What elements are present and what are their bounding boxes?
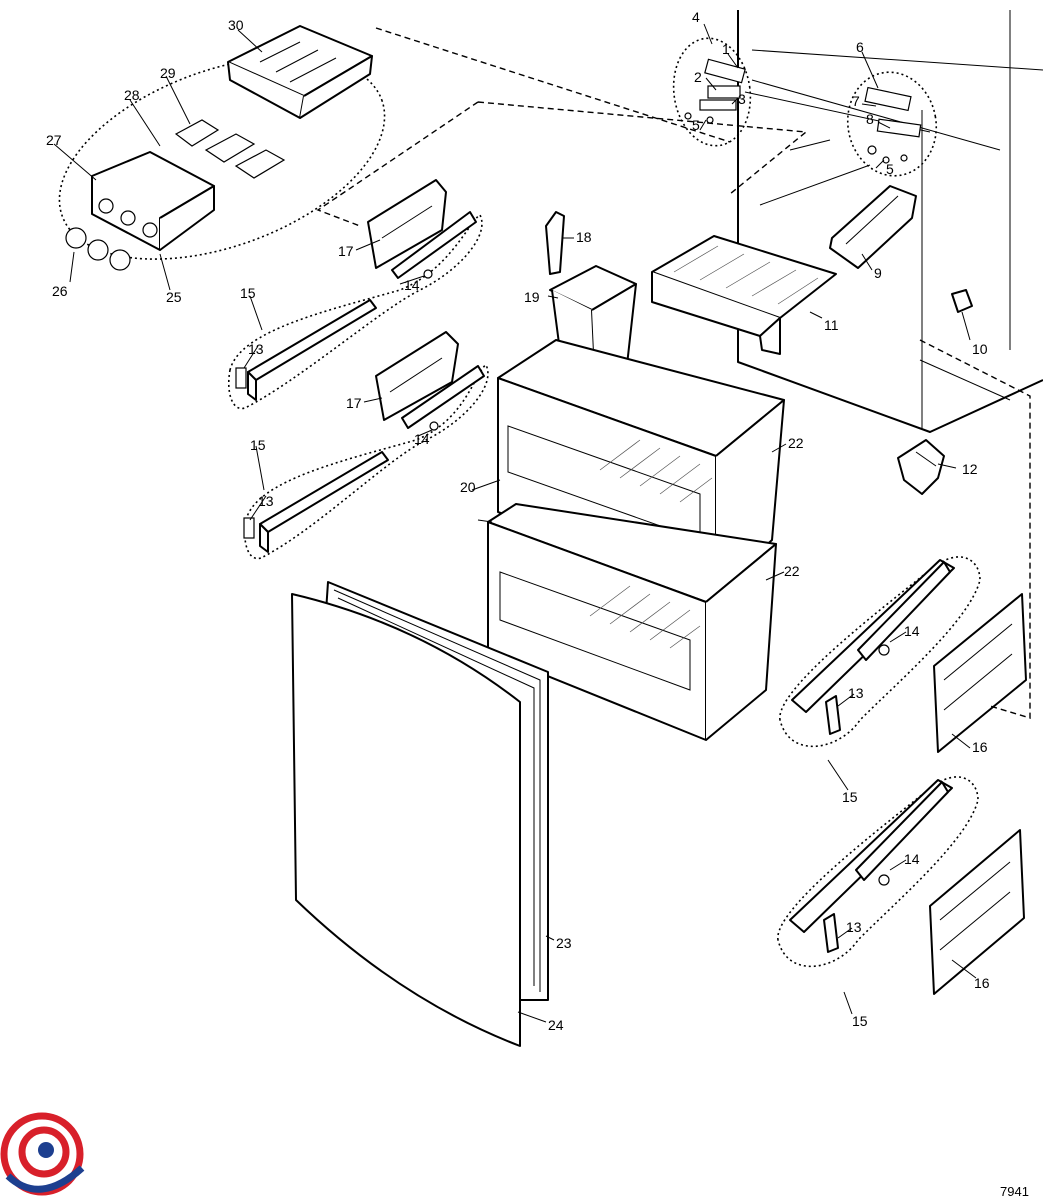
callout-25: 25 [166, 289, 182, 305]
callout-14a: 14 [404, 277, 420, 293]
slide-rail-set-right-upper [779, 556, 1027, 753]
callout-3: 3 [738, 91, 746, 107]
callout-10: 10 [972, 341, 988, 357]
callout-8: 8 [866, 111, 874, 127]
callout-20: 20 [460, 479, 476, 495]
callout-16b: 16 [974, 975, 990, 991]
freezer-drawer-lower [487, 503, 777, 741]
callout-15b: 15 [250, 437, 266, 453]
brand-logo [0, 1112, 85, 1196]
ice-tray-group [58, 25, 386, 271]
callout-13c: 13 [848, 685, 864, 701]
callout-13b: 13 [258, 493, 274, 509]
callout-7: 7 [852, 93, 860, 109]
callout-15c: 15 [842, 789, 858, 805]
part-10-switch [951, 289, 973, 313]
callout-27: 27 [46, 132, 62, 148]
callout-17b: 17 [346, 395, 362, 411]
slide-rail-set-upper [228, 179, 483, 410]
callout-13a: 13 [248, 341, 264, 357]
hinge-assembly-upper [672, 37, 752, 147]
diagram-code: 7941 [1000, 1184, 1029, 1199]
callout-2: 2 [694, 69, 702, 85]
part-18-clip [545, 211, 565, 275]
callout-5b: 5 [886, 161, 894, 177]
part-9-bracket [829, 185, 917, 269]
callout-14c: 14 [904, 623, 920, 639]
callout-9: 9 [874, 265, 882, 281]
callout-23: 23 [556, 935, 572, 951]
callout-15d: 15 [852, 1013, 868, 1029]
callout-13d: 13 [846, 919, 862, 935]
callout-29: 29 [160, 65, 176, 81]
callout-22b: 22 [784, 563, 800, 579]
callout-16a: 16 [972, 739, 988, 755]
callout-labels: 30 29 28 27 26 25 4 1 2 3 5 6 7 8 5 9 10… [46, 9, 990, 1033]
part-11-shelf [651, 235, 837, 355]
freezer-door [291, 581, 549, 1047]
callout-5a: 5 [692, 117, 700, 133]
callout-14d: 14 [904, 851, 920, 867]
callout-28: 28 [124, 87, 140, 103]
callout-17a: 17 [338, 243, 354, 259]
logo-swoosh [5, 1165, 85, 1193]
callout-24: 24 [548, 1017, 564, 1033]
callout-30: 30 [228, 17, 244, 33]
slide-rail-set-right-lower [777, 776, 1025, 995]
logo-core [38, 1142, 54, 1158]
hinge-assembly-lower [846, 71, 938, 177]
leader-lines [53, 23, 977, 1023]
callout-6: 6 [856, 39, 864, 55]
part-12-foot [897, 439, 945, 495]
reference-dashed-lines [316, 27, 1031, 719]
callout-15a: 15 [240, 285, 256, 301]
callout-22a: 22 [788, 435, 804, 451]
callout-18: 18 [576, 229, 592, 245]
callout-19: 19 [524, 289, 540, 305]
callout-26: 26 [52, 283, 68, 299]
slide-rail-set-lower [243, 331, 489, 560]
callout-11: 11 [824, 317, 839, 333]
callout-1: 1 [722, 41, 730, 57]
callout-4: 4 [692, 9, 700, 25]
callout-12: 12 [962, 461, 978, 477]
callout-14b: 14 [414, 431, 430, 447]
